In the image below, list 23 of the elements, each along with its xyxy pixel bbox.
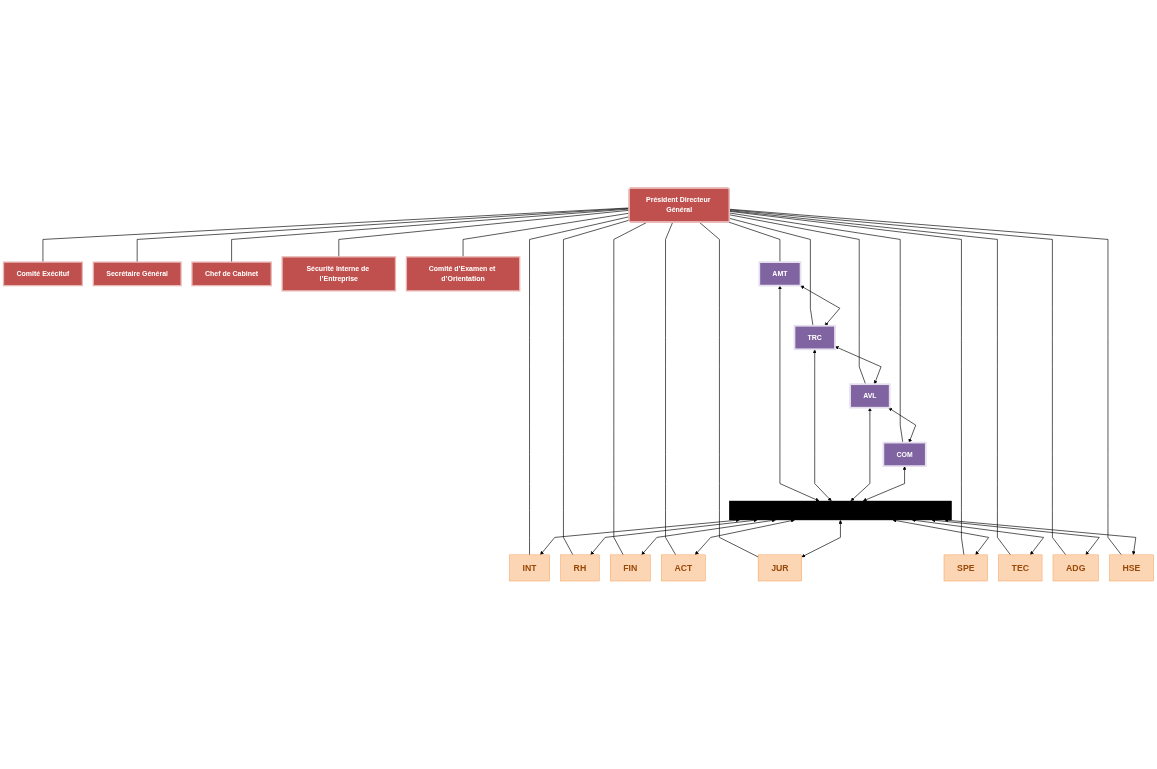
node-box: RH (560, 554, 600, 582)
connector (338, 209, 630, 258)
node-box: TEC (998, 554, 1043, 582)
connector (136, 208, 630, 263)
node-box: JUR (757, 554, 802, 582)
node-box: FIN (609, 554, 651, 582)
node-box: ADG (1052, 554, 1099, 582)
connector (729, 214, 866, 385)
connector (665, 221, 677, 556)
connector (698, 221, 759, 558)
connector (563, 219, 630, 556)
node-box: SPE (943, 554, 988, 582)
node-box: INT (509, 554, 550, 582)
connector (42, 207, 630, 263)
connector (613, 221, 648, 556)
connector (529, 216, 630, 556)
node-bar (729, 500, 952, 521)
node-box: HSE (1109, 554, 1154, 582)
connector (231, 208, 630, 263)
connector (729, 212, 904, 443)
connector (728, 221, 781, 263)
connector (729, 218, 814, 327)
node-box: ACT (661, 554, 706, 582)
